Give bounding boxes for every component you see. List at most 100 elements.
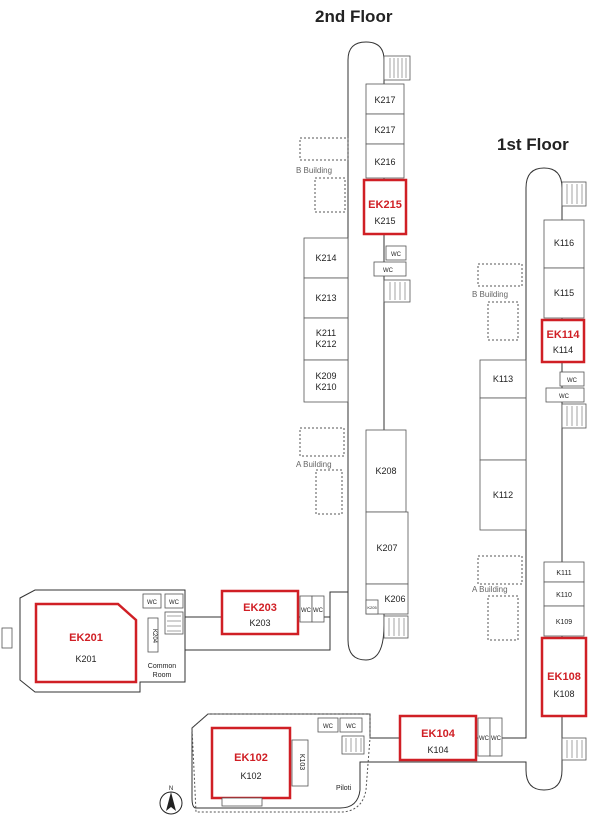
stairs-2f-west xyxy=(164,611,184,635)
room-k208[interactable] xyxy=(365,429,407,513)
room-k112[interactable] xyxy=(479,459,527,531)
svg-text:EK114: EK114 xyxy=(546,329,580,341)
room-k211-k212[interactable] xyxy=(303,317,349,361)
room-k205[interactable] xyxy=(365,599,379,615)
room-k108-label: K108 xyxy=(553,689,574,699)
svg-text:WC: WC xyxy=(323,724,334,730)
classroom-ek102[interactable] xyxy=(210,726,292,800)
svg-text:K207: K207 xyxy=(376,543,397,553)
second-floor-corridor xyxy=(184,41,385,661)
svg-text:K211: K211 xyxy=(316,328,336,338)
room-k203-label: K203 xyxy=(249,618,270,628)
svg-text:K214: K214 xyxy=(315,253,336,263)
b-building-link-2f xyxy=(299,137,349,161)
wc-1f-upper-a xyxy=(559,371,585,387)
svg-text:WC: WC xyxy=(147,600,158,606)
svg-text:EK201: EK201 xyxy=(69,632,103,644)
north-label: N xyxy=(169,786,173,792)
classroom-ek108[interactable] xyxy=(540,636,588,718)
svg-text:EK203: EK203 xyxy=(243,602,277,614)
a-building-label-1f: A Building xyxy=(472,585,508,594)
wc-1f-piloti-b xyxy=(339,717,363,733)
wc-2f-upper-b xyxy=(373,261,407,277)
room-k216[interactable] xyxy=(365,143,405,179)
a-building-link-2f xyxy=(299,427,345,457)
svg-text:WC: WC xyxy=(383,268,394,274)
svg-text:EK102: EK102 xyxy=(234,752,268,764)
wc-2f-west-b xyxy=(164,593,184,609)
second-floor-title: 2nd Floor xyxy=(315,7,393,26)
svg-text:WC: WC xyxy=(169,600,180,606)
stairs-2f-bottom xyxy=(383,615,409,639)
svg-text:K113: K113 xyxy=(493,374,513,384)
room-k217-b[interactable] xyxy=(365,113,405,145)
classroom-ek104[interactable] xyxy=(398,714,478,762)
svg-text:K206: K206 xyxy=(384,594,405,604)
svg-text:WC: WC xyxy=(559,394,570,400)
stairs-2f-top xyxy=(383,55,411,81)
stairs-2f-mid xyxy=(383,279,411,303)
wc-2f-upper-a xyxy=(385,245,407,261)
stairs-1f-mid xyxy=(561,403,587,429)
b-building-stair-1f xyxy=(487,301,519,341)
svg-text:EK108: EK108 xyxy=(547,671,581,683)
room-k209-k210[interactable] xyxy=(303,359,349,403)
svg-text:WC: WC xyxy=(313,608,324,614)
classroom-ek203[interactable] xyxy=(220,589,300,636)
svg-text:K109: K109 xyxy=(556,619,572,626)
classroom-ek201[interactable] xyxy=(34,602,138,684)
piloti-area xyxy=(191,713,371,813)
room-k217-a-label: K217 xyxy=(374,95,395,105)
svg-text:WC: WC xyxy=(567,378,578,384)
room-k217-a[interactable] xyxy=(365,83,405,115)
svg-text:EK104: EK104 xyxy=(421,728,456,740)
wc-2f-west-a xyxy=(142,593,162,609)
svg-text:WC: WC xyxy=(301,608,312,614)
b-building-label-2f: B Building xyxy=(296,166,332,175)
wc-2f-lower-b xyxy=(311,595,325,623)
classroom-ek215-label: EK215 xyxy=(368,199,402,211)
room-k216-label: K216 xyxy=(374,157,395,167)
room-k207[interactable] xyxy=(365,511,409,585)
first-floor-title: 1st Floor xyxy=(497,135,569,154)
svg-text:K111: K111 xyxy=(556,570,571,577)
room-k109[interactable] xyxy=(543,605,585,637)
svg-text:K115: K115 xyxy=(554,288,574,298)
wc-1f-lower-b xyxy=(489,717,503,757)
svg-text:K205: K205 xyxy=(367,605,377,610)
wc-1f-piloti-a xyxy=(317,717,339,733)
svg-text:WC: WC xyxy=(391,252,402,258)
b-building-label-1f: B Building xyxy=(472,290,508,299)
b-building-stair-2f xyxy=(314,177,346,213)
svg-text:K110: K110 xyxy=(556,592,572,599)
a-building-label-2f: A Building xyxy=(296,460,332,469)
k102-alcove xyxy=(221,797,263,807)
west-entrance xyxy=(1,627,13,649)
svg-text:K103: K103 xyxy=(298,754,305,770)
svg-text:K213: K213 xyxy=(315,293,336,303)
room-k102-label: K102 xyxy=(240,771,261,781)
svg-text:K208: K208 xyxy=(375,466,396,476)
svg-text:K204: K204 xyxy=(151,629,157,644)
a-building-stair-1f xyxy=(487,595,519,641)
room-k103[interactable] xyxy=(291,739,309,787)
stairs-1f-top xyxy=(561,181,587,207)
room-k215-label: K215 xyxy=(374,216,395,226)
svg-text:K209: K209 xyxy=(315,371,336,381)
wc-1f-upper-b xyxy=(545,387,585,403)
room-k104-label: K104 xyxy=(427,745,448,755)
classroom-ek215[interactable] xyxy=(362,178,408,236)
a-building-link-1f xyxy=(477,555,523,585)
room-k113-lower[interactable] xyxy=(479,397,527,461)
b-building-link-1f xyxy=(477,263,523,287)
stairs-1f-bottom xyxy=(561,737,587,761)
svg-text:K212: K212 xyxy=(315,339,336,349)
classroom-ek114[interactable] xyxy=(540,318,586,364)
room-k204[interactable] xyxy=(147,617,159,653)
room-k115[interactable] xyxy=(543,267,585,319)
svg-text:K116: K116 xyxy=(554,238,574,248)
room-k116[interactable] xyxy=(543,219,585,269)
stairs-1f-piloti xyxy=(341,735,365,755)
